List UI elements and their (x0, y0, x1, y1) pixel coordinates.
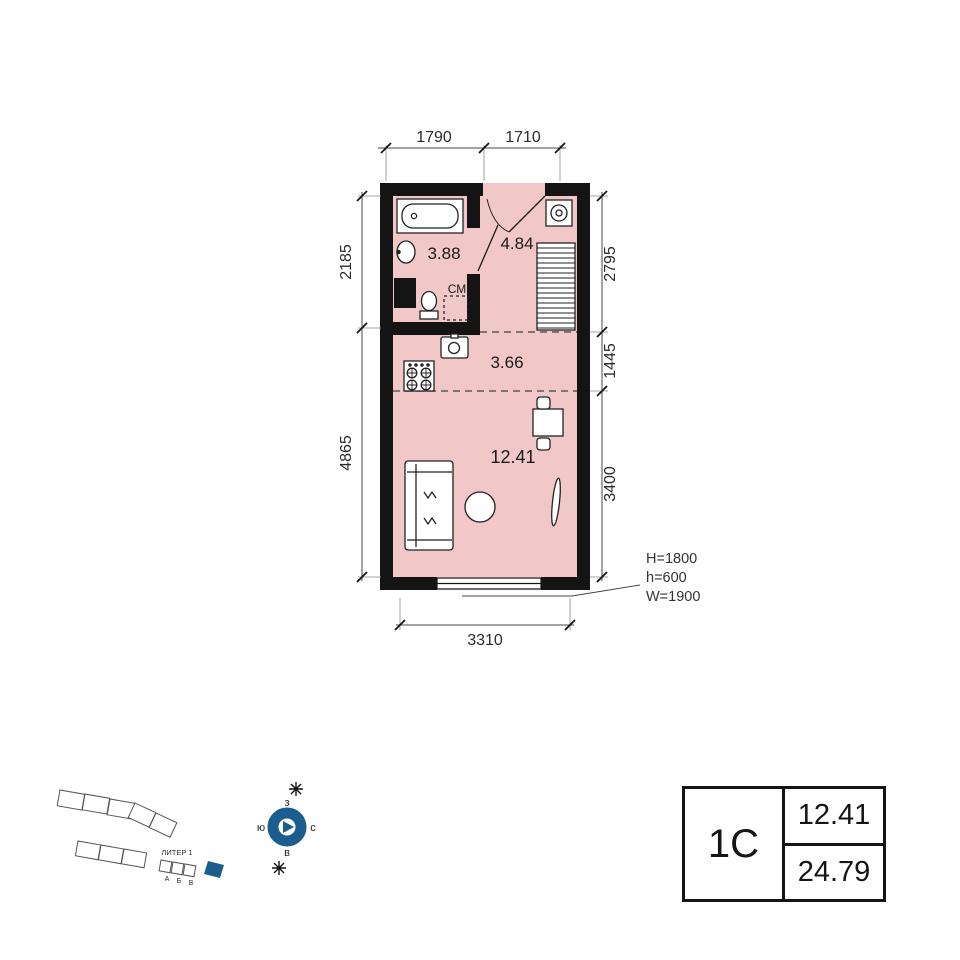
site-buildings (56, 789, 197, 878)
compass-north: с (310, 822, 316, 834)
toilet-icon (419, 290, 439, 320)
compass-south: ю (257, 822, 265, 834)
block-letter-a: А (165, 876, 170, 883)
unit-areas: 12.41 24.79 (785, 789, 883, 899)
doors (477, 195, 546, 272)
compass-east: в (284, 847, 290, 859)
dining-set-icon (532, 396, 564, 451)
window (436, 577, 641, 597)
wardrobe-icon (536, 242, 576, 331)
compass: з с в ю (257, 782, 316, 875)
dim-bottom: 3310 (467, 632, 503, 649)
dim-top-right: 1710 (505, 129, 541, 146)
floor-plan: 1790 1710 2185 4865 2795 1445 3400 3310 … (338, 129, 700, 649)
dim-left-bottom: 4865 (338, 435, 355, 471)
entry-threshold (483, 183, 545, 197)
dim-top-left: 1790 (416, 129, 452, 146)
entry-door-leaf (508, 195, 546, 233)
duct-shaft (394, 278, 416, 308)
dim-left-top: 2185 (338, 244, 355, 280)
walls (380, 183, 590, 590)
entry-door-swing (486, 198, 510, 233)
washer-label: СМ (448, 282, 467, 296)
subject-building (204, 861, 224, 878)
window-note-h: h=600 (646, 570, 687, 586)
stove-icon (403, 360, 435, 392)
unit-spec-table: 1С 12.41 24.79 (682, 786, 886, 902)
window-note: H=1800 h=600 W=1900 (646, 551, 700, 605)
tv-icon (551, 477, 561, 527)
washing-machine-icon (545, 199, 573, 227)
sun-icon (289, 782, 303, 796)
living-area-label: 12.41 (490, 447, 535, 467)
washing-machine-spot (443, 295, 469, 321)
compass-ring (267, 807, 307, 847)
compass-west: з (284, 797, 289, 809)
sofa-icon (404, 460, 454, 551)
window-note-W: W=1900 (646, 589, 700, 605)
kitchen-sink-icon (440, 333, 469, 359)
dimension-ticks (356, 142, 608, 631)
washbasin-icon (396, 240, 416, 264)
window-note-H: H=1800 (646, 551, 697, 567)
hall-area-label: 4.84 (500, 234, 533, 253)
dimensions: 1790 1710 2185 4865 2795 1445 3400 3310 (338, 129, 619, 649)
total-area-cell: 24.79 (797, 855, 871, 888)
dim-right-bottom: 3400 (602, 466, 619, 502)
north-arrow-icon (283, 821, 294, 833)
dim-right-top: 2795 (602, 246, 619, 282)
round-table-icon (464, 491, 496, 523)
liter-label: ЛИТЕР 1 (161, 848, 192, 857)
unit-type-cell: 1С (685, 789, 785, 899)
block-letter-b: Б (177, 878, 182, 885)
block-letter-v: В (189, 880, 194, 887)
living-area-cell: 12.41 (785, 789, 883, 846)
furniture (396, 198, 576, 551)
bathtub-icon (396, 198, 464, 234)
site-plan: ЛИТЕР 1 А Б В з с в ю (56, 782, 316, 887)
sun-icon (272, 861, 286, 875)
bathroom-door-leaf (477, 224, 499, 272)
dim-right-mid: 1445 (602, 343, 619, 379)
kitchen-area-label: 3.66 (490, 353, 523, 372)
bathroom-area-label: 3.88 (427, 244, 460, 263)
